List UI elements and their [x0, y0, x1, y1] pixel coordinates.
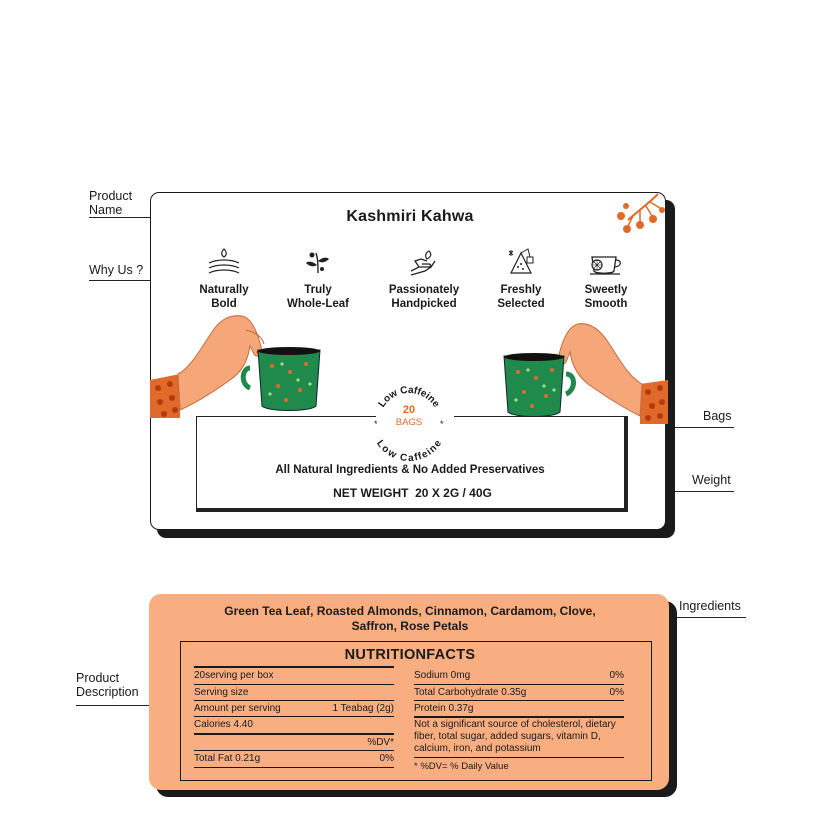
nutrition-row-total-fat-dv: 0% — [379, 753, 394, 764]
feature-passionately-handpicked: Passionately Handpicked — [374, 247, 474, 311]
flower-branch-icon — [617, 193, 665, 233]
feature-freshly-selected: Freshly Selected — [471, 247, 571, 311]
feature-naturally-bold: Naturally Bold — [174, 247, 274, 311]
bags-label: BAGS — [395, 417, 423, 428]
nutrition-footnote: * %DV= % Daily Value — [414, 761, 509, 772]
low-caffeine-seal: Low Caffeine Low Caffeine * * — [374, 385, 444, 464]
svg-text:Low Caffeine: Low Caffeine — [374, 438, 444, 464]
net-weight: NET WEIGHT 20 X 2G / 40G — [333, 486, 492, 500]
nutrition-row-carbohydrate: Total Carbohydrate 0.35g — [414, 687, 527, 698]
nutrition-row-carbohydrate-dv: 0% — [609, 687, 624, 698]
cup-icon — [590, 256, 622, 275]
callout-product-description: Product Description — [76, 671, 139, 699]
feature-label: Sweetly Smooth — [584, 284, 628, 310]
nutrition-divider — [194, 666, 394, 668]
nutrition-divider — [194, 767, 394, 768]
callout-why-us: Why Us ? — [89, 263, 144, 277]
leaf-icon — [306, 252, 329, 274]
nutrition-row-amount-label: Amount per serving — [194, 703, 281, 714]
nutrition-row-dv-header: %DV* — [367, 737, 394, 748]
feature-label: Passionately Handpicked — [388, 284, 460, 310]
feature-sweetly-smooth: Sweetly Smooth — [556, 247, 656, 311]
nutrition-row-amount-value: 1 Teabag (2g) — [332, 703, 394, 714]
nutrition-note: Not a significant source of cholesterol,… — [414, 719, 616, 754]
nutrition-facts-title: NUTRITIONFACTS — [344, 647, 476, 663]
nutrition-divider — [414, 757, 624, 758]
nutrition-row-sodium-dv: 0% — [609, 670, 624, 681]
nutrition-divider — [414, 700, 624, 701]
ingredients-claim: All Natural Ingredients & No Added Prese… — [275, 464, 545, 476]
callout-bags: Bags — [703, 409, 732, 423]
product-title: Kashmiri Kahwa — [346, 208, 474, 225]
nutrition-divider — [194, 733, 394, 735]
fields-icon — [208, 248, 240, 274]
nutrition-row-servings: 20serving per box — [194, 670, 274, 681]
nutrition-row-total-fat: Total Fat 0.21g — [194, 753, 261, 764]
right-hand-mug-illustration — [503, 323, 668, 424]
nutrition-row-protein: Protein 0.37g — [414, 703, 474, 714]
window-frame — [190, 416, 628, 512]
svg-text:*: * — [440, 419, 444, 429]
nutrition-divider — [414, 684, 624, 685]
svg-text:*: * — [374, 419, 378, 429]
bags-count: 20 — [402, 404, 416, 416]
teabag-icon — [508, 248, 534, 274]
feature-truly-whole-leaf: Truly Whole-Leaf — [268, 247, 368, 311]
feature-label: Truly Whole-Leaf — [287, 284, 349, 310]
nutrition-divider — [194, 750, 394, 751]
seal-bottom-text: Low Caffeine — [374, 438, 444, 464]
nutrition-row-calories: Calories 4.40 — [194, 719, 253, 730]
left-hand-mug-illustration — [150, 315, 321, 418]
nutrition-divider — [194, 684, 394, 685]
callout-weight: Weight — [692, 473, 731, 487]
feature-label: Freshly Selected — [497, 284, 545, 310]
nutrition-divider — [194, 716, 394, 717]
callout-product-name: Product Name — [89, 189, 133, 217]
ingredients-list: Green Tea Leaf, Roasted Almonds, Cinnamo… — [224, 604, 596, 633]
nutrition-row-sodium: Sodium 0mg — [414, 670, 471, 681]
callout-ingredients: Ingredients — [679, 599, 741, 613]
nutrition-row-serving-size: Serving size — [194, 687, 249, 698]
nutrition-divider — [194, 700, 394, 701]
nutrition-divider — [414, 716, 624, 718]
feature-label: Naturally Bold — [199, 284, 249, 310]
hand-icon — [410, 250, 436, 276]
nutrition-facts-box — [180, 641, 652, 781]
